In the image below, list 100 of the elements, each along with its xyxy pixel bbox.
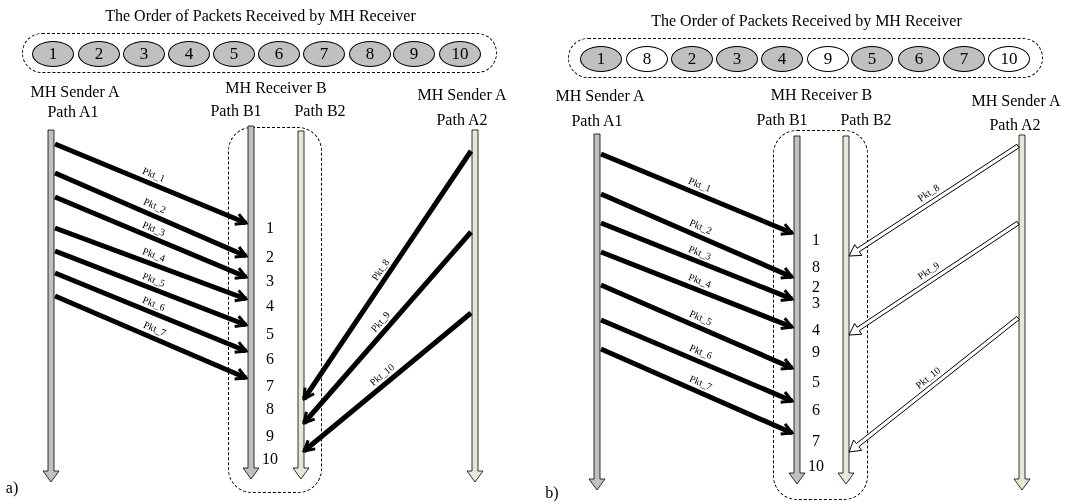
packet-ellipse: 2: [671, 46, 713, 72]
timeline-arrow: [243, 126, 259, 479]
arrow: [54, 225, 248, 303]
edge-label: Pkt_2: [687, 218, 713, 237]
arrow: [54, 141, 248, 226]
edge-label: Pkt_4: [141, 246, 167, 264]
packet-ellipse: 5: [213, 41, 255, 67]
packet-ellipse: 1: [32, 41, 74, 67]
packet-ellipse: 7: [943, 46, 985, 72]
endpoint-label: MH Sender A: [971, 93, 1061, 109]
timeline-arrow: [467, 130, 483, 482]
endpoint-label: Path B2: [294, 103, 346, 119]
edge-label: Pkt_6: [687, 343, 713, 362]
sequence-number: 2: [812, 279, 820, 295]
arrow: [600, 151, 794, 236]
edge-label: Pkt_5: [687, 309, 713, 328]
sequence-number: 5: [812, 374, 820, 390]
timeline-arrow: [1014, 135, 1030, 490]
edge-label: Pkt_7: [687, 373, 713, 393]
sequence-number: 1: [812, 232, 820, 248]
packet-ellipse: 6: [258, 41, 300, 67]
arrow: [302, 230, 473, 425]
edge-label: Pkt_2: [141, 197, 167, 216]
edge-label: Pkt_7: [141, 319, 167, 338]
sequence-number: 9: [266, 428, 274, 444]
sequence-number: 10: [808, 458, 824, 474]
endpoint-label: Path B1: [210, 103, 262, 119]
packet-ellipse: 9: [807, 46, 849, 72]
sequence-number: 4: [812, 322, 820, 338]
endpoint-label: Path A1: [571, 113, 623, 129]
group-heading: MH Receiver B: [224, 80, 328, 96]
group-heading: The Order of Packets Received by MH Receiver: [650, 13, 963, 29]
arrow: [600, 346, 794, 436]
timeline-arrow: [293, 131, 309, 479]
endpoint-label: MH Sender A: [555, 88, 645, 104]
endpoint-label: Path B2: [840, 112, 892, 128]
arrow: [302, 311, 473, 453]
arrow: [54, 170, 248, 259]
sequence-number: 7: [266, 378, 274, 394]
sequence-number: 2: [266, 249, 274, 265]
arrow: [848, 315, 1020, 453]
packet-ellipse: 9: [393, 41, 435, 67]
timeline-arrow: [838, 136, 854, 484]
packet-ellipse: 10: [439, 41, 481, 67]
arrow: [848, 143, 1020, 257]
sequence-number: 8: [266, 401, 274, 417]
endpoint-label: Path A2: [436, 112, 488, 128]
edge-label: Pkt_4: [687, 272, 713, 291]
panel-label: a): [5, 480, 19, 496]
edge-label: Pkt_1: [141, 166, 167, 185]
packet-ellipse: 10: [988, 46, 1030, 72]
packet-ellipse: 8: [626, 46, 668, 72]
edge-label: Pkt_6: [141, 294, 167, 313]
endpoint-label: MH Sender A: [417, 87, 507, 103]
sequence-number: 7: [812, 433, 820, 449]
edge-label: Pkt_1: [687, 176, 713, 195]
arrow: [54, 293, 248, 381]
packet-ellipse: 5: [851, 46, 893, 72]
sequence-number: 5: [266, 326, 274, 342]
edge-label: Pkt_3: [687, 243, 713, 262]
sequence-number: 4: [266, 298, 274, 314]
sequence-number: 6: [812, 402, 820, 418]
timeline-arrow: [43, 130, 59, 482]
packet-ellipse: 6: [898, 46, 940, 72]
endpoint-label: Path B1: [756, 112, 808, 128]
arrow: [848, 220, 1020, 336]
packet-ellipse: 3: [123, 41, 165, 67]
packet-ellipse: 2: [78, 41, 120, 67]
endpoint-label: MH Sender A: [30, 84, 120, 100]
edge-label: Pkt_3: [141, 219, 167, 238]
sequence-number: 1: [266, 220, 274, 236]
sequence-number: 9: [812, 344, 820, 360]
arrow: [600, 249, 794, 330]
timeline-arrow: [589, 134, 605, 490]
packet-ellipse: 8: [349, 41, 391, 67]
panel-label: b): [545, 485, 559, 501]
endpoint-label: Path A1: [47, 104, 99, 120]
arrow: [301, 149, 474, 401]
sequence-number: 8: [812, 259, 820, 275]
endpoint-label: Path A2: [989, 117, 1041, 133]
arrow: [54, 248, 248, 328]
arrow: [54, 194, 248, 280]
group-heading: MH Receiver B: [769, 87, 874, 103]
packet-ellipse: 4: [168, 41, 210, 67]
arrow: [600, 317, 794, 404]
packet-ellipse: 1: [580, 46, 622, 72]
packet-ellipse: 7: [303, 41, 345, 67]
sequence-number: 10: [262, 451, 278, 467]
arrow: [600, 191, 794, 280]
timeline-arrow: [789, 136, 805, 484]
sequence-number: 3: [266, 273, 274, 289]
sequence-number: 6: [266, 351, 274, 367]
edge-label: Pkt_5: [141, 270, 167, 289]
arrow: [600, 282, 794, 371]
sequence-number: 3: [812, 295, 820, 311]
arrow: [54, 270, 248, 354]
packet-ellipse: 4: [761, 46, 803, 72]
packet-ellipse: 3: [716, 46, 758, 72]
group-heading: The Order of Packets Received by MH Receiver: [104, 8, 417, 24]
arrow: [600, 220, 794, 302]
